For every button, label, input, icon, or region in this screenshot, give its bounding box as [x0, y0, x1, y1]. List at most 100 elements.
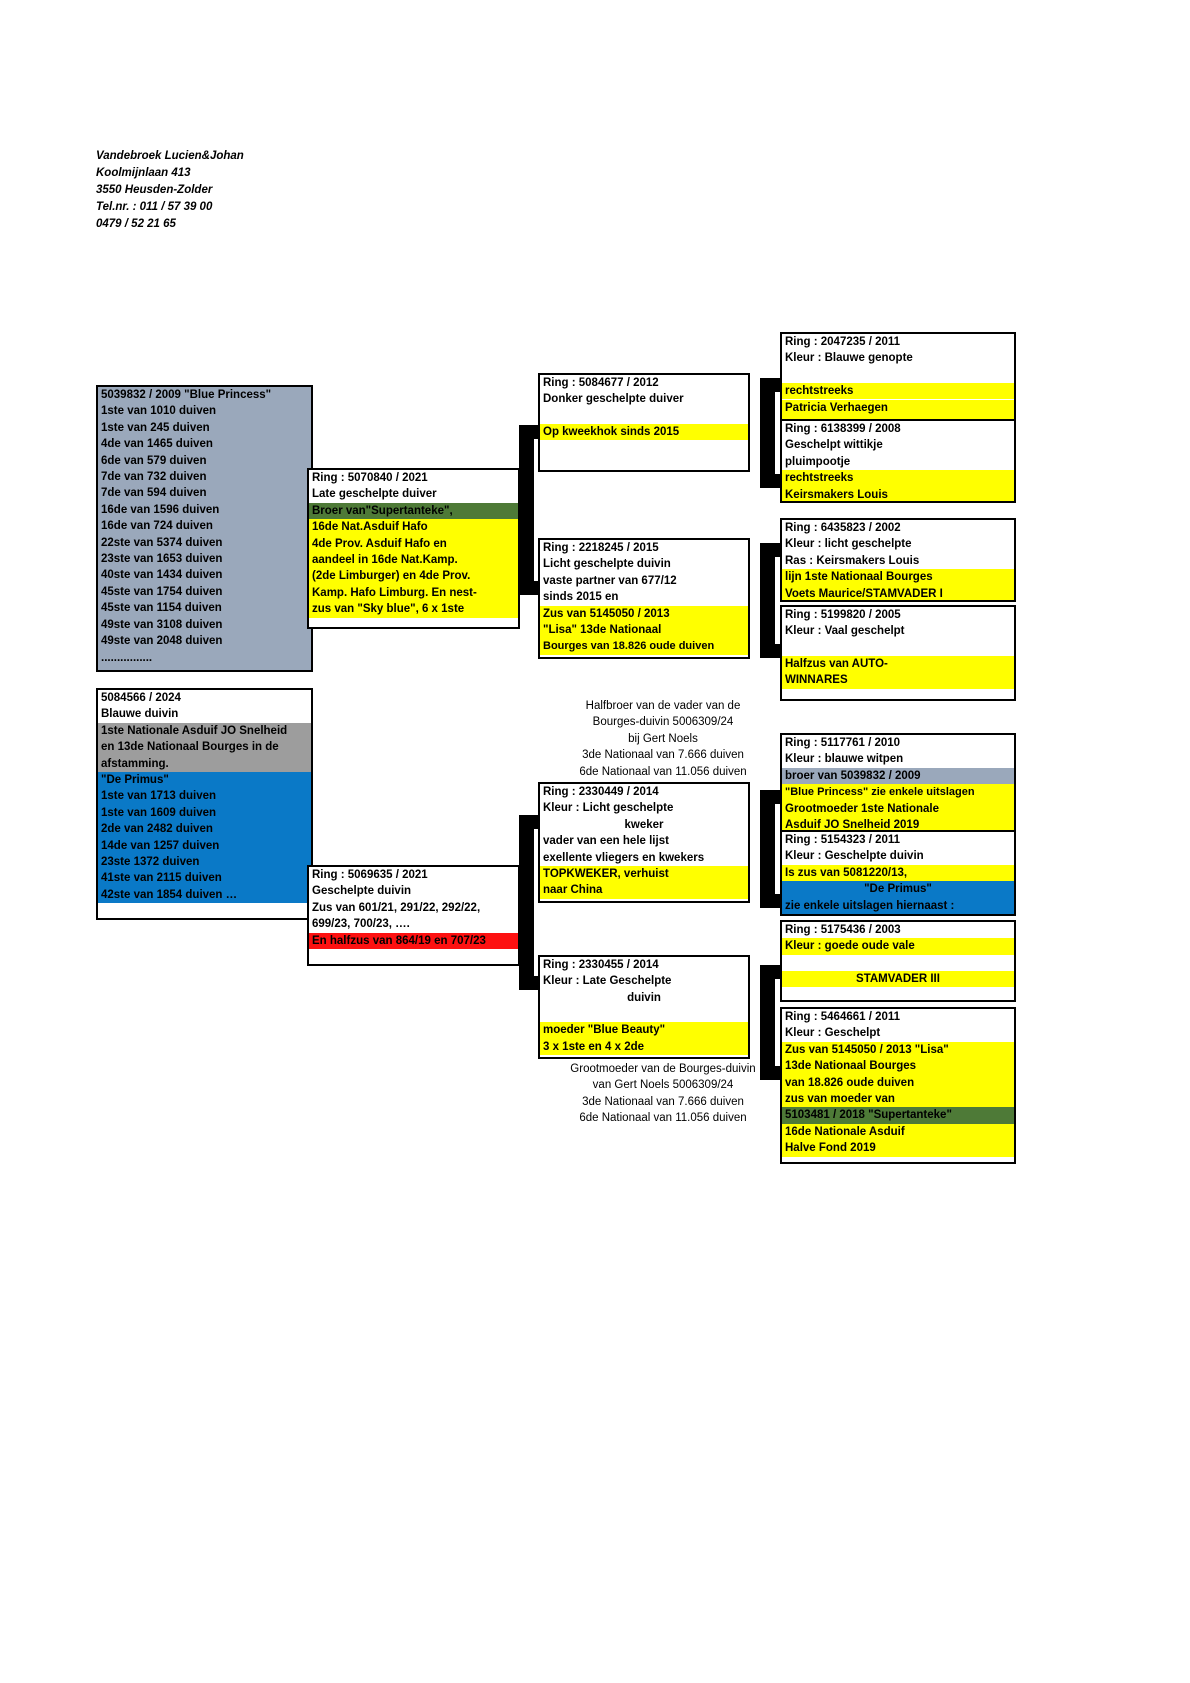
gen4-c5-yellow-note: "Blue Princess" zie enkele uitslagen	[782, 784, 1014, 801]
subject-top-result: 49ste van 2048 duiven	[101, 635, 223, 648]
connector-sire-spine	[519, 425, 534, 595]
gen3-b3-white-note: exellente vliegers en kwekers	[543, 851, 705, 864]
gen4-c2-colour2: pluimpootje	[785, 455, 851, 468]
gen3-b4-colour2: duivin	[627, 991, 661, 1004]
connector-b3-down	[760, 894, 784, 908]
gen3-b3-white-note: vader van een hele lijst	[543, 835, 669, 848]
gen3-b2-white-note: sinds 2015 en	[543, 591, 619, 604]
note-mid-upper-line: 3de Nationaal van 7.666 duiven	[582, 749, 744, 762]
gen2-sire-green-note: Broer van"Supertanteke",	[309, 502, 518, 520]
gen4-c3-yellow-note: Voets Maurice/STAMVADER I	[782, 585, 1014, 600]
gen4-c4-ring: Ring : 5199820 / 2005	[785, 609, 901, 621]
gen3-b2-yellow-note: Bourges van 18.826 oude duiven	[540, 638, 748, 655]
gen4-c4-spacer	[782, 640, 1014, 656]
gen3-b3-colour: Kleur : Licht geschelpte	[543, 802, 674, 815]
subject-top-ring: 5039832 / 2009 "Blue Princess"	[101, 389, 272, 401]
gen4-c2-yellow-note: rechtstreeks	[782, 470, 1014, 487]
subject-bottom-blue-note: 1ste van 1609 duiven	[98, 804, 311, 822]
gen4-c1-ring: Ring : 2047235 / 2011	[785, 336, 901, 348]
gen2-sire-ring: Ring : 5070840 / 2021	[312, 472, 428, 484]
subject-bottom-grey-note: 1ste Nationale Asduif JO Snelheid	[98, 722, 311, 740]
gen2-dam-box: Ring : 5069635 / 2021 Geschelpte duivin …	[307, 865, 520, 966]
subject-bottom-grey-note: afstamming.	[98, 755, 311, 773]
note-mid-lower-line: Grootmoeder van de Bourges-duivin	[570, 1063, 756, 1075]
subject-bottom-blue-note: 1ste van 1713 duiven	[98, 788, 311, 805]
gen3-b1-spacer	[540, 408, 748, 424]
gen4-c1-spacer	[782, 367, 1014, 383]
gen4-c6-blue-note: "De Primus"	[782, 881, 1014, 898]
connector-b1-up	[760, 378, 784, 392]
gen4-c5-colour: Kleur : blauwe witpen	[785, 753, 904, 766]
connector-sire-up	[519, 425, 543, 439]
subject-bottom-blue-note: 41ste van 2115 duiven	[98, 870, 311, 887]
gen3-b2-colour: Licht geschelpte duivin	[543, 558, 671, 571]
subject-top-result: 23ste van 1653 duiven	[101, 553, 223, 566]
gen3-b3-colour2: kweker	[624, 818, 664, 831]
gen4-c5-grey-note: broer van 5039832 / 2009	[782, 767, 1014, 785]
gen3-b2-white-note: vaste partner van 677/12	[543, 574, 677, 587]
gen3-b3-ring: Ring : 2330449 / 2014	[543, 786, 659, 798]
subject-top-result: 1ste van 1010 duiven	[101, 405, 217, 418]
gen4-c6-blue-note: zie enkele uitslagen hiernaast :	[782, 897, 1014, 914]
gen4-c6-ring: Ring : 5154323 / 2011	[785, 834, 901, 846]
subject-top-result: 45ste van 1154 duiven	[101, 602, 222, 615]
subject-top-result: 16de van 724 duiven	[101, 520, 213, 533]
gen3-b3-yellow-note: TOPKWEKER, verhuist	[540, 866, 748, 883]
gen3-b4-yellow-note: 3 x 1ste en 4 x 2de	[540, 1038, 748, 1056]
gen4-c3-box: Ring : 6435823 / 2002 Kleur : licht gesc…	[780, 518, 1016, 602]
note-mid-lower-line: 3de Nationaal van 7.666 duiven	[582, 1095, 744, 1108]
breeder-mobile: 0479 / 52 21 65	[96, 218, 176, 230]
subject-top-result: 7de van 732 duiven	[101, 471, 207, 484]
gen4-c3-yellow-note: lijn 1ste Nationaal Bourges	[782, 569, 1014, 586]
note-mid-lower-line: van Gert Noels 5006309/24	[592, 1079, 734, 1092]
gen4-c7-yellow-note: STAMVADER III	[782, 970, 1014, 988]
gen2-dam-white-note: 699/23, 700/23, ….	[312, 918, 410, 931]
breeder-city: 3550 Heusden-Zolder	[96, 184, 213, 196]
gen4-c1-yellow-note: rechtstreeks	[782, 382, 1014, 400]
subject-top-result: 16de van 1596 duiven	[101, 503, 220, 516]
gen2-dam-white-note: Zus van 601/21, 291/22, 292/22,	[312, 901, 481, 914]
gen2-dam-ring: Ring : 5069635 / 2021	[312, 869, 428, 881]
gen4-c6-box: Ring : 5154323 / 2011 Kleur : Geschelpte…	[780, 830, 1016, 916]
connector-b1-down	[760, 474, 784, 488]
gen3-b2-yellow-note: Zus van 5145050 / 2013	[540, 605, 748, 623]
connector-b3-spine	[760, 790, 775, 908]
gen3-b4-yellow-note: moeder "Blue Beauty"	[540, 1022, 748, 1039]
gen4-c7-spacer	[782, 955, 1014, 971]
gen3-b1-colour: Donker geschelpte duiver	[543, 393, 684, 406]
note-mid-upper-line: Halfbroer van de vader van de	[585, 700, 741, 712]
gen2-sire-yellow-note: aandeel in 16de Nat.Kamp.	[309, 552, 518, 569]
breeder-name: Vandebroek Lucien&Johan	[96, 150, 244, 162]
gen4-c7-box: Ring : 5175436 / 2003 Kleur : goede oude…	[780, 920, 1016, 1002]
gen4-c8-yellow-note: van 18.826 oude duiven	[782, 1074, 1014, 1092]
note-mid-lower-line: 6de Nationaal van 11.056 duiven	[579, 1112, 747, 1125]
gen4-c4-colour: Kleur : Vaal geschelpt	[785, 625, 905, 638]
gen4-c5-ring: Ring : 5117761 / 2010	[785, 737, 901, 749]
note-mid-upper: Halfbroer van de vader van de Bourges-du…	[538, 698, 788, 780]
gen3-b4-ring: Ring : 2330455 / 2014	[543, 959, 659, 971]
gen4-c3-colour2: Ras : Keirsmakers Louis	[785, 554, 920, 567]
gen2-dam-colour: Geschelpte duivin	[312, 885, 412, 898]
subject-top-result: ................	[101, 651, 153, 664]
subject-bottom-blue-note: 23ste 1372 duiven	[98, 854, 311, 871]
note-mid-lower: Grootmoeder van de Bourges-duivin van Ge…	[528, 1061, 798, 1127]
gen3-b4-box: Ring : 2330455 / 2014 Kleur : Late Gesch…	[538, 955, 750, 1059]
gen4-c8-colour: Kleur : Geschelpt	[785, 1027, 881, 1040]
subject-bottom-blue-note: "De Primus"	[98, 772, 311, 789]
gen4-c4-box: Ring : 5199820 / 2005 Kleur : Vaal gesch…	[780, 605, 1016, 701]
gen4-c8-ring: Ring : 5464661 / 2011	[785, 1011, 901, 1023]
subject-top-box: 5039832 / 2009 "Blue Princess" 1ste van …	[96, 385, 313, 672]
subject-top-result: 4de van 1465 duiven	[101, 438, 213, 451]
subject-bottom-blue-note: 42ste van 1854 duiven …	[98, 886, 311, 904]
subject-top-result: 22ste van 5374 duiven	[101, 536, 223, 549]
gen3-b3-box: Ring : 2330449 / 2014 Kleur : Licht gesc…	[538, 782, 750, 903]
connector-dam-up	[519, 815, 543, 829]
gen4-c5-box: Ring : 5117761 / 2010 Kleur : blauwe wit…	[780, 733, 1016, 833]
gen4-c8-yellow-note2: Halve Fond 2019	[782, 1140, 1014, 1157]
gen4-c1-colour: Kleur : Blauwe genopte	[785, 352, 913, 365]
subject-bottom-ring: 5084566 / 2024	[101, 692, 181, 704]
connector-dam-down	[519, 976, 543, 990]
gen4-c8-box: Ring : 5464661 / 2011 Kleur : Geschelpt …	[780, 1007, 1016, 1164]
note-mid-upper-line: 6de Nationaal van 11.056 duiven	[579, 765, 747, 778]
connector-b4-up	[760, 965, 784, 979]
